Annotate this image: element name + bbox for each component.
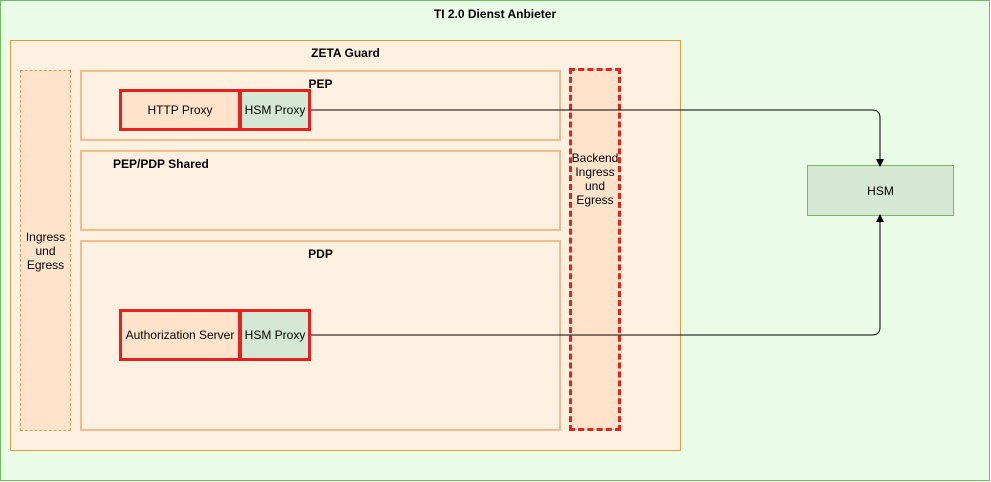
backend-ingress-egress-box: [569, 68, 621, 431]
pep-pdp-shared-title: PEP/PDP Shared: [113, 157, 209, 171]
pdp-hsm-proxy: HSM Proxy: [239, 309, 311, 361]
backend-ingress-egress-label: Backend Ingress und Egress: [571, 151, 619, 207]
pdp-authorization-server: Authorization Server: [119, 309, 241, 361]
pep-http-proxy: HTTP Proxy: [119, 89, 241, 131]
pep-hsm-proxy: HSM Proxy: [239, 89, 311, 131]
ingress-egress-box: Ingress und Egress: [20, 70, 71, 431]
outer-container-title: TI 2.0 Dienst Anbieter: [433, 7, 557, 21]
pep-title: PEP: [308, 77, 333, 91]
zeta-guard-title: ZETA Guard: [311, 46, 380, 60]
pdp-title: PDP: [308, 247, 333, 261]
hsm-box: HSM: [807, 165, 954, 216]
pep-pdp-shared-section: [80, 150, 561, 231]
